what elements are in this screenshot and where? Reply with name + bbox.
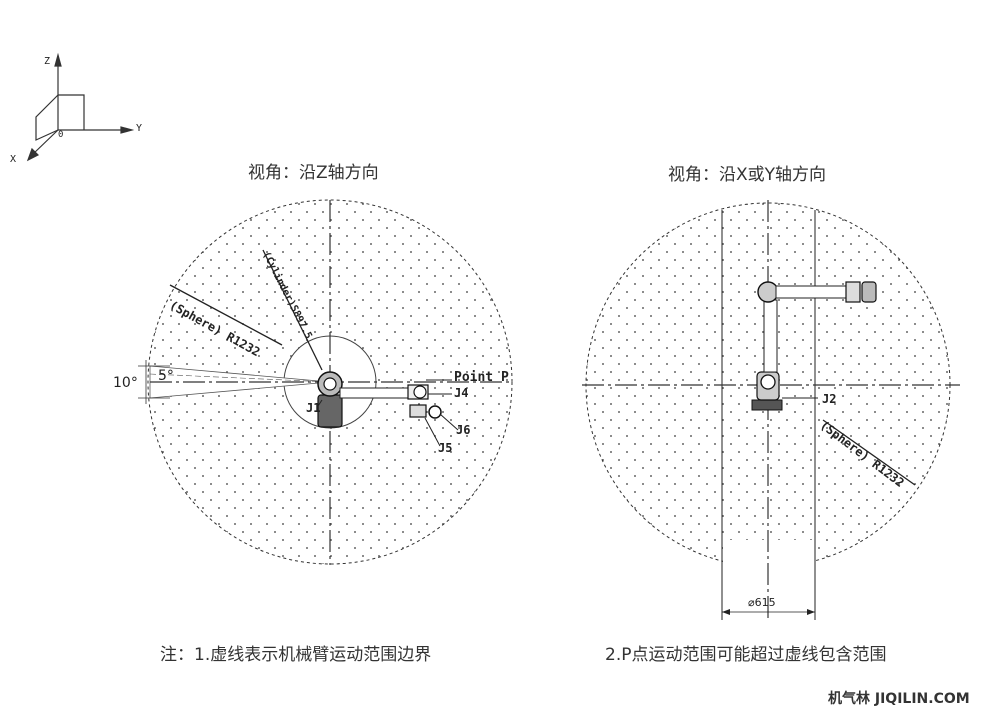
base-diameter-label: ⌀615 (748, 596, 776, 609)
axis-origin-label: 0 (58, 130, 64, 140)
joint-j5-label: J5 (438, 441, 453, 455)
axis-z-label: Z (44, 56, 51, 67)
angle-inner-label: 5° (158, 368, 174, 384)
right-view-diagram (582, 200, 960, 620)
joint-j4-label: J4 (454, 386, 469, 400)
joint-j6-label: J6 (456, 423, 471, 437)
joint-j1-label: J1 (306, 401, 321, 415)
cylinder-leader (262, 249, 323, 371)
sphere-leader-left (169, 284, 283, 346)
point-p-label: Point P (454, 370, 509, 385)
joint-j2-label: J2 (822, 392, 837, 406)
angle-outer-label: 10° (113, 375, 138, 391)
axis-y-label: Y (136, 123, 143, 134)
left-view-diagram (138, 199, 513, 565)
watermark: 机气林 JIQILIN.COM (828, 691, 970, 707)
right-view-title: 视角：沿X或Y轴方向 (668, 165, 827, 185)
axis-x-label: X (10, 154, 17, 165)
note-2: 2.P点运动范围可能超过虚线包含范围 (605, 645, 887, 665)
left-view-title: 视角：沿Z轴方向 (248, 163, 379, 183)
note-1: 注：1.虚线表示机械臂运动范围边界 (160, 645, 432, 665)
axes-icon (26, 52, 135, 162)
